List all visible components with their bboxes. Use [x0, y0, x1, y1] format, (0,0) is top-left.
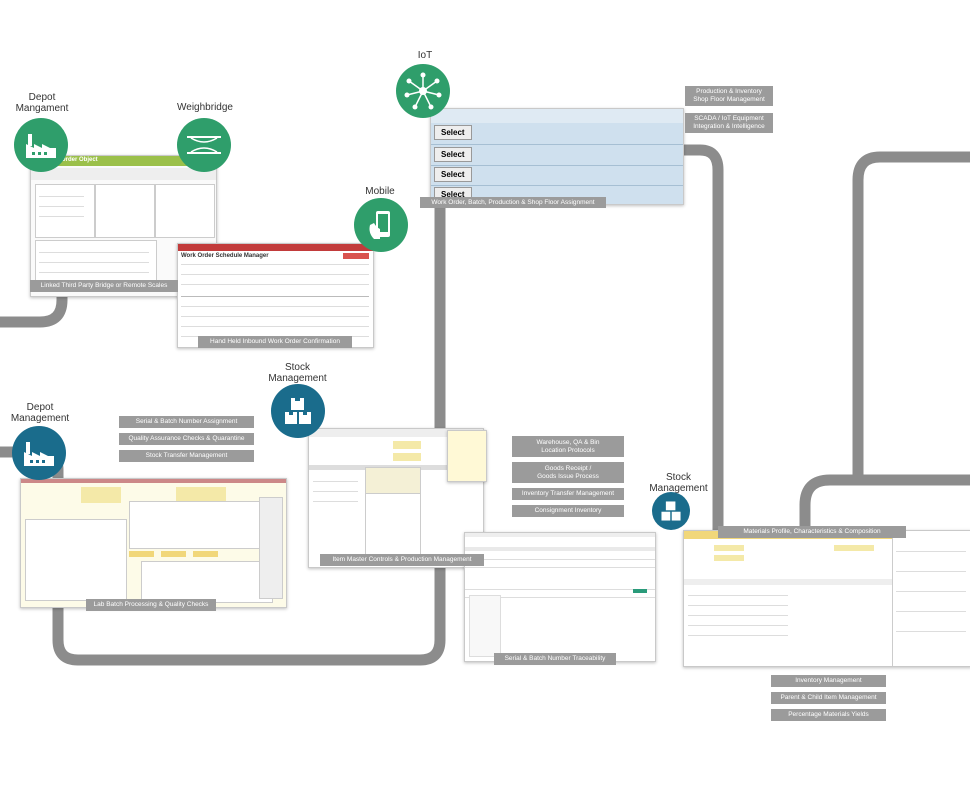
network-hub-icon — [404, 72, 442, 110]
node-label-iot: IoT — [417, 50, 433, 61]
tag-parent-child: Parent & Child Item Management — [771, 692, 886, 704]
tag-scada: SCADA / IoT Equipment Integration & Inte… — [685, 113, 773, 133]
boxes-icon — [661, 501, 681, 521]
tag-warehouse-qa: Warehouse, QA & Bin Location Protocols — [512, 436, 624, 457]
boxes-icon — [285, 398, 311, 424]
node-label-weighbridge: Weighbridge — [177, 102, 233, 113]
weighbridge-circle[interactable] — [177, 118, 231, 172]
work-order-title: Work Order Schedule Manager — [181, 253, 269, 259]
select-button-1[interactable]: Select — [434, 125, 472, 140]
tag-percentage-yields: Percentage Materials Yields — [771, 709, 886, 721]
tag-work-order: Work Order, Batch, Production & Shop Flo… — [420, 197, 606, 208]
tag-stock-transfer: Stock Transfer Management — [119, 450, 254, 462]
node-label-depot-top: Depot Mangament — [15, 92, 69, 114]
node-label-stock-mid: Stock Management — [268, 362, 327, 384]
weighbridge-icon — [187, 136, 221, 154]
stock-mid-circle[interactable] — [271, 384, 325, 438]
mobile-phone-icon — [369, 211, 390, 239]
select-button-2[interactable]: Select — [434, 147, 472, 162]
tag-item-master: Item Master Controls & Production Manage… — [320, 554, 484, 566]
tag-serial-batch-assign: Serial & Batch Number Assignment — [119, 416, 254, 428]
depot-top-circle[interactable] — [14, 118, 68, 172]
node-label-depot-bottom: Depot Management — [10, 402, 70, 424]
iot-work-order-table-screenshot: Select Select Select Select — [430, 108, 684, 205]
tag-serial-trace: Serial & Batch Number Traceability — [494, 653, 616, 665]
tag-hand-held: Hand Held Inbound Work Order Confirmatio… — [198, 336, 352, 348]
tag-production-inventory: Production & Inventory Shop Floor Manage… — [685, 86, 773, 106]
select-button-3[interactable]: Select — [434, 167, 472, 182]
node-label-mobile: Mobile — [365, 186, 395, 197]
tag-materials-profile: Materials Profile, Characteristics & Com… — [718, 526, 906, 538]
materials-profile-screenshot — [683, 530, 970, 667]
item-master-popup-screenshot — [447, 430, 487, 482]
iot-circle[interactable] — [396, 64, 450, 118]
tag-consignment: Consignment Inventory — [512, 505, 624, 517]
mobile-circle[interactable] — [354, 198, 408, 252]
tag-qa-checks: Quality Assurance Checks & Quarantine — [119, 433, 254, 445]
stock-right-circle[interactable] — [652, 492, 690, 530]
tag-inventory-management: Inventory Management — [771, 675, 886, 687]
serial-traceability-screenshot — [464, 532, 656, 662]
depot-order-form-screenshot: Order Object — [30, 155, 217, 297]
work-order-schedule-screenshot: Work Order Schedule Manager — [177, 243, 374, 348]
tag-inventory-transfer: Inventory Transfer Management — [512, 488, 624, 500]
tag-goods-receipt: Goods Receipt / Goods Issue Process — [512, 462, 624, 483]
lab-batch-screenshot — [20, 478, 287, 608]
factory-icon — [26, 134, 56, 158]
depot-form-title: Order Object — [61, 157, 98, 163]
tag-lab-batch: Lab Batch Processing & Quality Checks — [86, 599, 216, 611]
depot-bottom-circle[interactable] — [12, 426, 66, 480]
tag-linked-bridge: Linked Third Party Bridge or Remote Scal… — [30, 280, 178, 292]
node-label-stock-right: Stock Management — [649, 472, 708, 494]
factory-icon — [24, 442, 54, 466]
